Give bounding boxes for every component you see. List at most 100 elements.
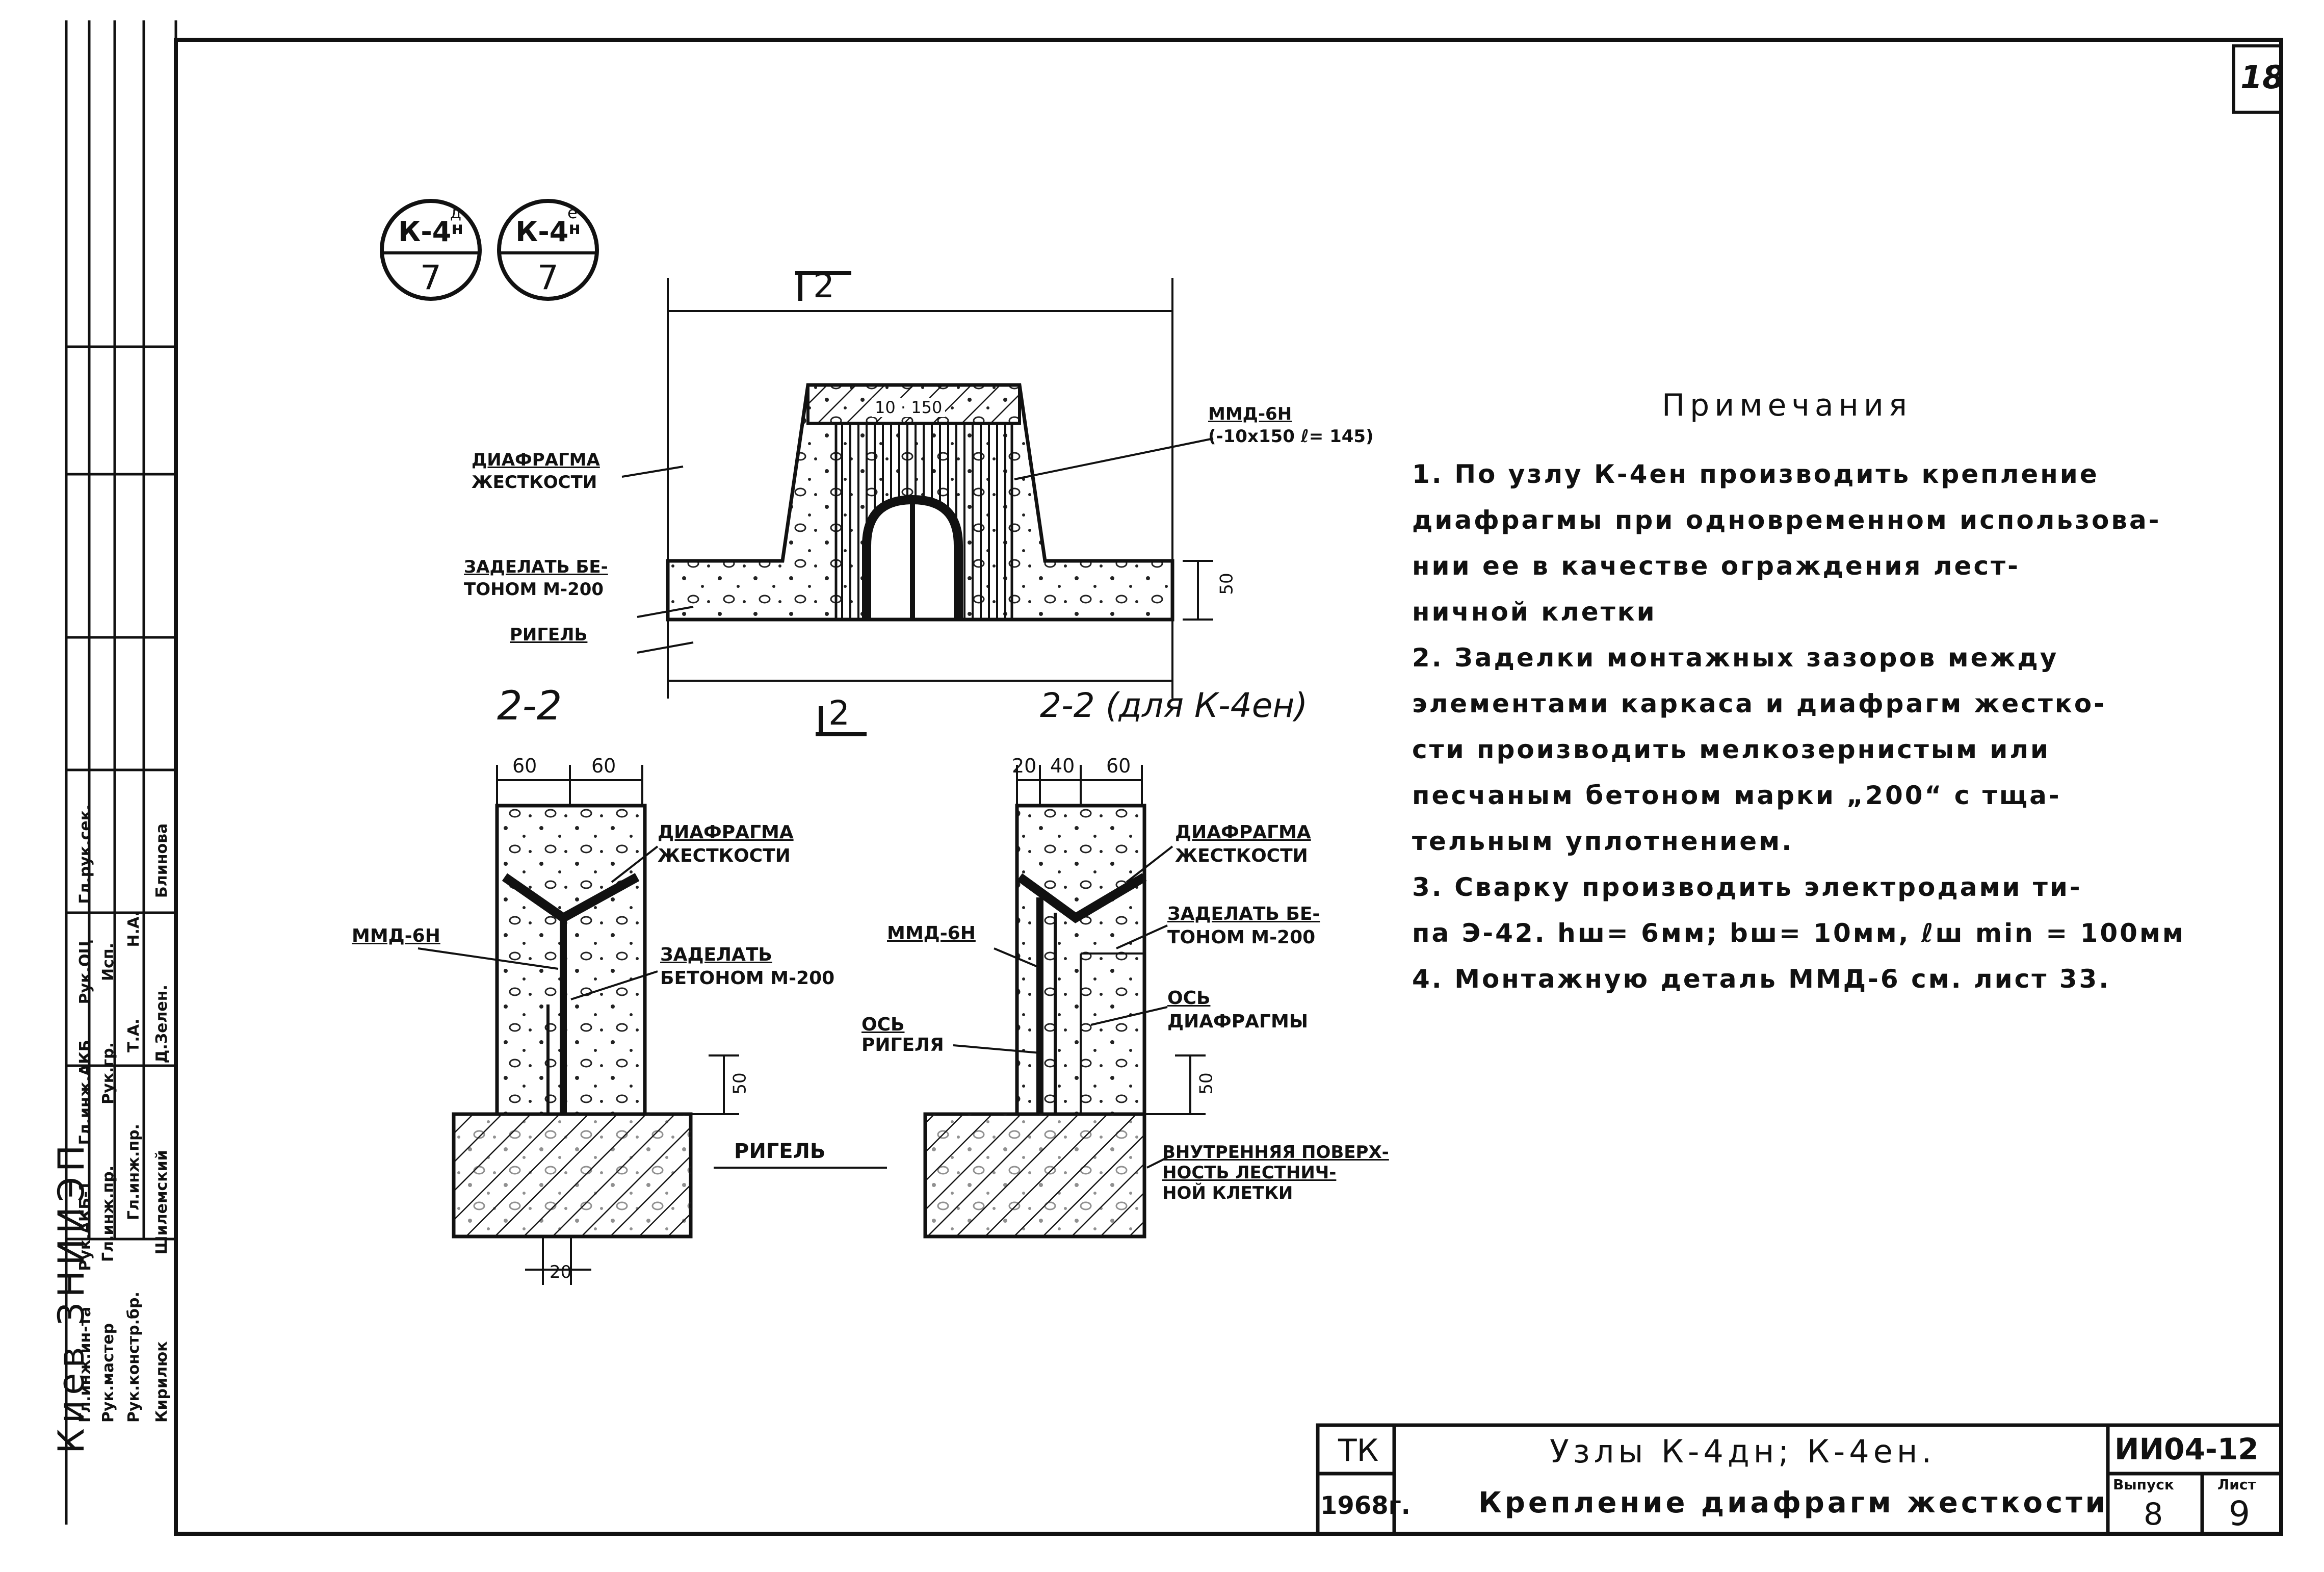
stamp-c1-r4: Рук.ОЦ <box>76 939 94 1004</box>
section-left-dim-2: 60 <box>591 755 616 777</box>
stamp-c4-r1: Кирилюк <box>153 1341 171 1423</box>
page-number-box <box>2232 44 2282 114</box>
section-right-axis-beam-label: ОСЬ РИГЕЛЯ <box>861 1015 944 1055</box>
title-block-sheet: 9 <box>2229 1494 2250 1533</box>
section-right-title: 2-2 (для К-4ен) <box>1040 686 1308 725</box>
stamp-c2-r4: Исп. <box>99 942 117 981</box>
section-right-dim-3: 60 <box>1106 755 1131 777</box>
section-top-part-label: ММД-6Н (-10х150 ℓ= 145) <box>1208 403 1374 448</box>
note-line-12: 4. Монтажную деталь ММД-6 см. лист 33. <box>1412 964 2111 994</box>
section-right-diaphragm-label: ДИАФРАГМА ЖЕСТКОСТИ <box>1175 821 1311 868</box>
section-right-axis-diaphragm-line2: ДИАФРАГМЫ <box>1167 1011 1309 1032</box>
note-line-7: сти производить мелкозернистым или <box>1412 735 2051 764</box>
section-top-diaphragm-label: ДИАФРАГМА ЖЕСТКОСТИ <box>472 449 600 494</box>
section-top-part-name: ММД-6Н <box>1208 404 1292 424</box>
stamp-c1-r2: Рук.АКБ-1 <box>76 1180 94 1271</box>
title-block-title-1: Узлы К-4дн; К-4ен. <box>1550 1433 1936 1470</box>
section-top-fill-line2: ТОНОМ М-200 <box>464 579 604 600</box>
section-right-part-label: ММД-6Н <box>887 923 976 944</box>
note-line-11: па Э-42. hш= 6мм; bш= 10мм, ℓш min = 100… <box>1412 918 2185 948</box>
side-stamp-col-3: Рук.констр.бр. Гл.инж.пр. Т.А. Н.А. <box>125 352 145 1423</box>
title-block-frame <box>1316 1423 2283 1536</box>
note-line-3: нии ее в качестве ограждения лест- <box>1412 551 2020 581</box>
section-right-dim-side: 50 <box>1196 1072 1217 1095</box>
top-section-drawing <box>621 271 1214 736</box>
note-line-1: 1. По узлу К-4ен производить крепление <box>1412 459 2099 489</box>
ref-marker-1-sup: д <box>450 203 462 222</box>
side-stamp-col-1: Гл.инж.ин-та Рук.АКБ-1 Гл.инж.АКБ Рук.ОЦ… <box>76 352 97 1423</box>
stamp-c3-r1: Рук.констр.бр. <box>125 1292 143 1423</box>
ref-marker-2-sup: е <box>567 203 578 222</box>
note-line-10: 3. Сварку производить электродами ти- <box>1412 872 2082 902</box>
section-cut-bottom-number: 2 <box>828 693 850 733</box>
note-line-2: диафрагмы при одновременном использова- <box>1412 505 2161 535</box>
stamp-c2-r3: Рук.гр. <box>99 1042 117 1104</box>
ref-marker-1: К-4н д 7 <box>380 199 482 301</box>
left-section-drawing <box>417 765 887 1285</box>
section-right-diaphragm-line1: ДИАФРАГМА <box>1175 822 1311 843</box>
section-top-inner-dims: 10 · 150 <box>872 398 946 417</box>
note-line-6: элементами каркаса и диафрагм жестко- <box>1412 689 2106 718</box>
title-block-year: 1968г. <box>1320 1491 1411 1520</box>
section-right-inner-surface-line2: НОСТЬ ЛЕСТНИЧ- <box>1162 1163 1337 1183</box>
section-top-part-spec: (-10х150 ℓ= 145) <box>1208 426 1374 447</box>
stamp-c4-r3: Д.Зелен. <box>153 985 171 1064</box>
stamp-c3-r2: Гл.инж.пр. <box>125 1124 143 1221</box>
section-right-inner-surface-label: ВНУТРЕННЯЯ ПОВЕРХ- НОСТЬ ЛЕСТНИЧ- НОЙ КЛ… <box>1162 1142 1389 1203</box>
note-line-5: 2. Заделки монтажных зазоров между <box>1412 643 2059 673</box>
section-right-axis-beam-line2: РИГЕЛЯ <box>861 1035 944 1055</box>
section-left-dim-side: 50 <box>729 1072 750 1095</box>
page-number: 18 <box>2240 59 2285 96</box>
section-right-inner-surface-line3: НОЙ КЛЕТКИ <box>1162 1183 1293 1203</box>
stamp-c2-r2: Гл.инж.пр. <box>99 1165 117 1262</box>
ref-marker-1-number: 7 <box>420 258 441 297</box>
section-right-fill-label: ЗАДЕЛАТЬ БЕ- ТОНОМ М-200 <box>1167 903 1320 949</box>
section-left-dim-1: 60 <box>512 755 537 777</box>
title-block-title-2: Крепление диафрагм жесткости <box>1478 1486 2108 1519</box>
section-right-axis-diaphragm-line1: ОСЬ <box>1167 988 1211 1009</box>
ref-marker-1-sub: н <box>451 218 463 239</box>
section-left-diaphragm-line1: ДИАФРАГМА <box>658 822 794 843</box>
stamp-c4-r2: Шилемский <box>153 1150 171 1255</box>
section-left-part-label: ММД-6Н <box>352 925 440 946</box>
section-right-fill-line2: ТОНОМ М-200 <box>1167 927 1316 948</box>
right-section-drawing <box>923 765 1206 1239</box>
stamp-c1-r5: Гл.рук.сек. <box>76 804 94 904</box>
section-top-diaphragm-line1: ДИАФРАГМА <box>472 450 600 470</box>
section-left-title: 2-2 <box>497 683 562 729</box>
side-stamp-col-4: Кирилюк Шилемский Д.Зелен. Блинова <box>153 352 173 1423</box>
section-top-beam-label: РИГЕЛЬ <box>510 625 588 645</box>
section-right-dim-1: 20 <box>1012 755 1037 777</box>
section-left-fill-line2: БЕТОНОМ М-200 <box>660 968 835 989</box>
title-block-sheet-label: Лист <box>2217 1476 2256 1493</box>
section-top-fill-label: ЗАДЕЛАТЬ БЕ- ТОНОМ М-200 <box>464 556 608 601</box>
stamp-c3-r3: Т.А. <box>125 1018 143 1053</box>
stamp-c3-r4: Н.А. <box>125 911 143 947</box>
stamp-c2-r1: Рук.мастер <box>99 1323 117 1423</box>
ref-marker-2-sub: н <box>568 218 581 239</box>
notes-title: Примечания <box>1662 388 1912 423</box>
notes-block: 1. По узлу К-4ен производить крепление д… <box>1412 451 2185 1002</box>
section-right-inner-surface-line1: ВНУТРЕННЯЯ ПОВЕРХ- <box>1162 1142 1389 1163</box>
section-right-fill-line1: ЗАДЕЛАТЬ БЕ- <box>1167 904 1320 924</box>
section-top-dim-right: 50 <box>1216 573 1237 595</box>
side-stamp <box>65 20 177 1534</box>
note-line-9: тельным уплотнением. <box>1412 827 1794 856</box>
ref-marker-2: К-4н е 7 <box>497 199 599 301</box>
section-left-diaphragm-label: ДИАФРАГМА ЖЕСТКОСТИ <box>658 821 794 868</box>
note-line-8: песчаным бетоном марки „200“ с тща- <box>1412 781 2061 810</box>
title-block-org: ТК <box>1338 1433 1379 1468</box>
section-cut-top-number: 2 <box>813 266 834 305</box>
title-block-issue: 8 <box>2144 1497 2163 1532</box>
section-left-fill-line1: ЗАДЕЛАТЬ <box>660 944 772 965</box>
ref-marker-2-number: 7 <box>537 258 559 297</box>
section-left-beam-label: РИГЕЛЬ <box>734 1140 826 1163</box>
stamp-c1-r3: Гл.инж.АКБ <box>76 1040 94 1145</box>
title-block-issue-label: Выпуск <box>2113 1476 2174 1493</box>
section-right-dim-2: 40 <box>1050 755 1075 777</box>
section-right-diaphragm-line2: ЖЕСТКОСТИ <box>1175 845 1308 866</box>
section-left-diaphragm-line2: ЖЕСТКОСТИ <box>658 845 791 866</box>
section-right-axis-diaphragm-label: ОСЬ ДИАФРАГМЫ <box>1167 987 1308 1034</box>
side-stamp-col-2: Рук.мастер Гл.инж.пр. Рук.гр. Исп. <box>99 352 120 1423</box>
